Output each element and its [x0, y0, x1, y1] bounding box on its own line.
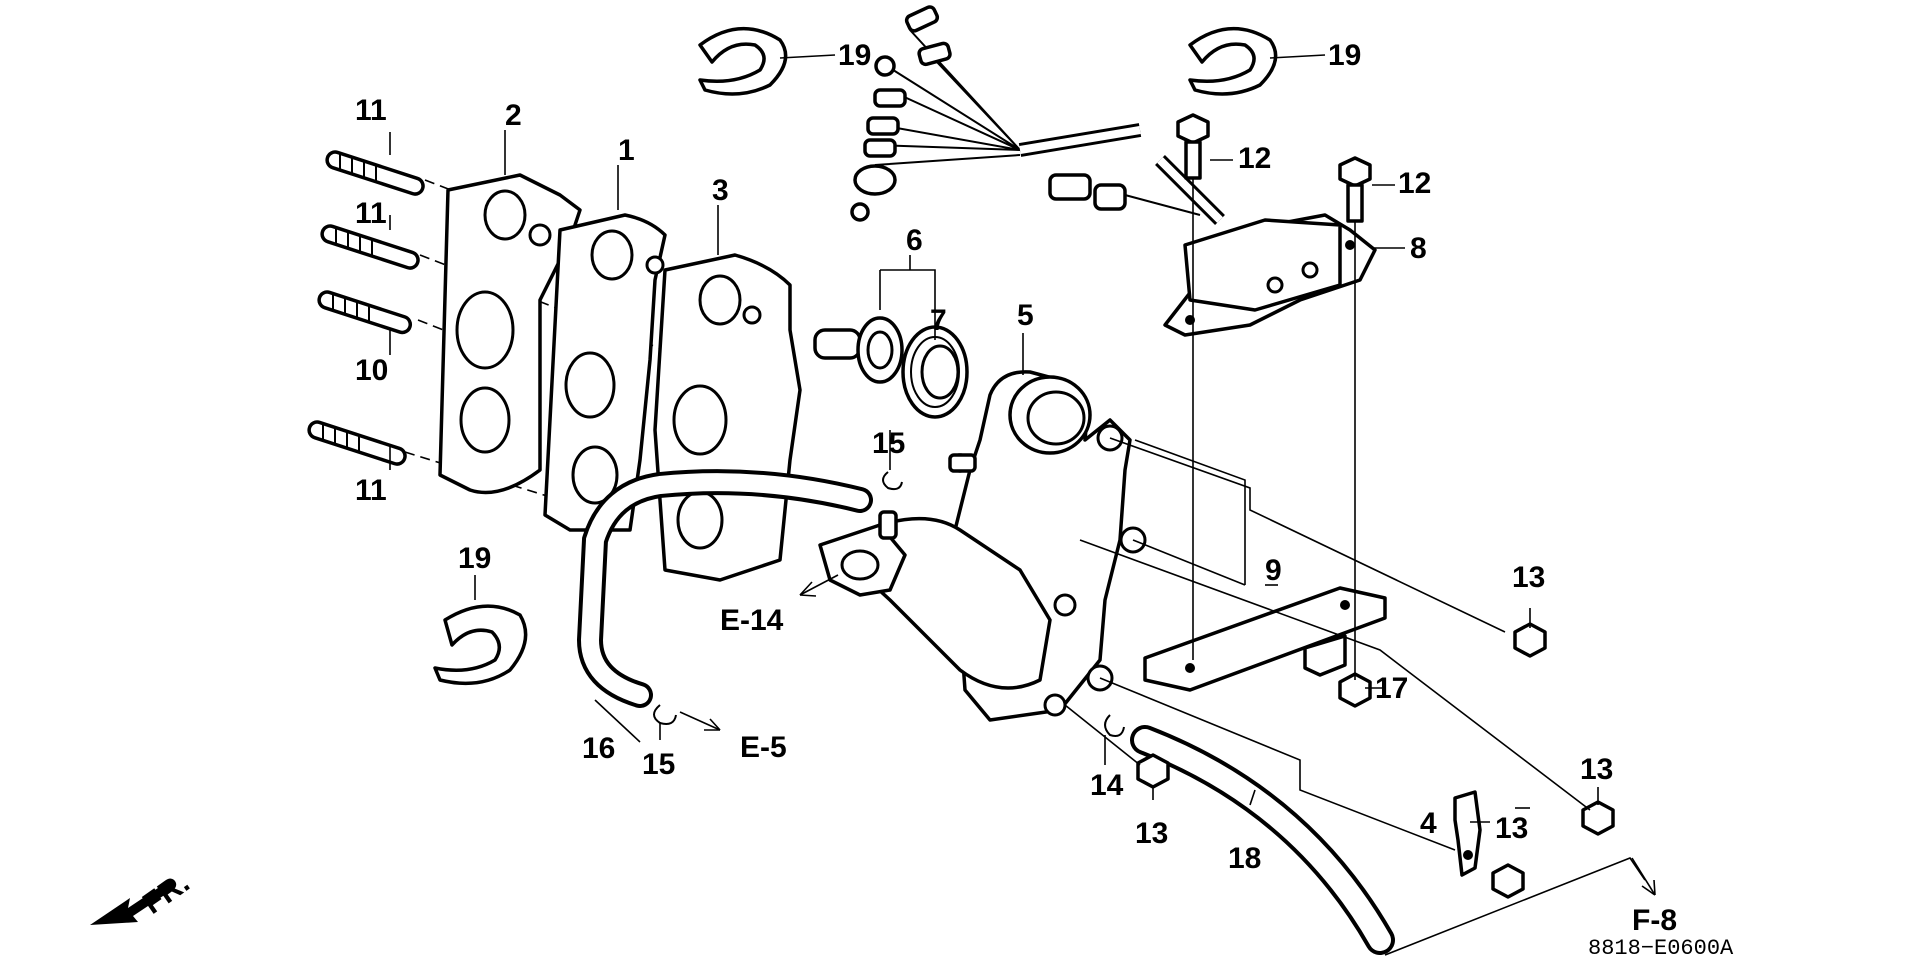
- bolt-12-left: [1176, 113, 1210, 180]
- callout-16: 16: [582, 732, 615, 765]
- callout-3: 3: [712, 174, 729, 207]
- callout-18: 18: [1228, 842, 1261, 875]
- diagram-code: 8818−E0600A: [1588, 936, 1734, 959]
- front-direction-arrow: FR.: [90, 866, 196, 925]
- callout-19-left: 19: [458, 542, 491, 575]
- callout-14: 14: [1090, 769, 1124, 802]
- ref-f8: F-8: [1632, 904, 1677, 937]
- callout-19-top-right: 19: [1328, 39, 1361, 72]
- callout-13-a: 13: [1512, 561, 1545, 594]
- hose-16: [576, 469, 873, 708]
- ref-e14: E-14: [720, 604, 784, 637]
- thermostat-6: [813, 316, 904, 384]
- reference-codes: E-14 E-5 F-8: [720, 604, 1677, 937]
- callout-12-right: 12: [1398, 167, 1431, 200]
- callout-10: 10: [355, 354, 388, 387]
- stud-11-top: [325, 150, 425, 196]
- strap-19-top-right: [1188, 27, 1278, 96]
- callout-11-top: 11: [355, 94, 387, 127]
- callout-6: 6: [906, 224, 923, 257]
- callout-1: 1: [618, 134, 635, 167]
- ref-e5: E-5: [740, 731, 787, 764]
- stud-11-middle: [320, 224, 420, 270]
- seal-7: [901, 325, 969, 419]
- junction-box-8: [1163, 213, 1377, 337]
- callout-4: 4: [1420, 807, 1437, 840]
- stud-bolts: [307, 150, 425, 466]
- strap-19-top-left: [698, 27, 788, 96]
- direction-label: FR.: [137, 866, 196, 921]
- callout-19-top-left: 19: [838, 39, 871, 72]
- callout-labels: 1 2 3 4 5 6 7 8 9 10 11 11 11 12 12 13 1…: [355, 39, 1613, 875]
- callout-12-left: 12: [1238, 142, 1271, 175]
- callout-15-top: 15: [872, 427, 905, 460]
- nut-13-b: [1581, 800, 1615, 836]
- reference-arrows: [679, 574, 1656, 896]
- callout-9: 9: [1265, 554, 1282, 587]
- leader-lines: [389, 54, 1599, 823]
- callout-8: 8: [1410, 232, 1427, 265]
- assembly-lines: [1064, 178, 1646, 956]
- bolts-12: [1176, 113, 1372, 223]
- plate-1: [543, 213, 667, 532]
- nut-13-c: [1136, 753, 1170, 789]
- wiring-harness: [850, 5, 1225, 225]
- nuts: [1136, 622, 1615, 899]
- gasket-2: [438, 173, 582, 495]
- stud-11-bottom: [307, 420, 407, 466]
- gasket-3: [653, 253, 802, 582]
- callout-17: 17: [1375, 672, 1408, 705]
- callout-11-bottom: 11: [355, 474, 387, 507]
- callout-2: 2: [505, 99, 522, 132]
- callout-13-b: 13: [1580, 753, 1613, 786]
- stay-4: [1453, 790, 1482, 877]
- callout-13-d: 13: [1495, 812, 1528, 845]
- straps-19: [433, 27, 1278, 686]
- stud-10: [317, 290, 413, 335]
- strap-19-left: [433, 604, 528, 686]
- callout-15-bottom: 15: [642, 748, 675, 781]
- callout-11-middle: 11: [355, 197, 387, 230]
- callout-13-c: 13: [1135, 817, 1168, 850]
- bolt-12-right: [1338, 156, 1372, 223]
- bracket-9: [1143, 586, 1387, 692]
- nut-13-a: [1513, 622, 1547, 658]
- water-outlet: [818, 453, 1052, 690]
- callout-7: 7: [930, 304, 947, 337]
- hose-18: [1130, 725, 1395, 955]
- nut-13-d: [1491, 863, 1525, 899]
- callout-5: 5: [1017, 299, 1034, 332]
